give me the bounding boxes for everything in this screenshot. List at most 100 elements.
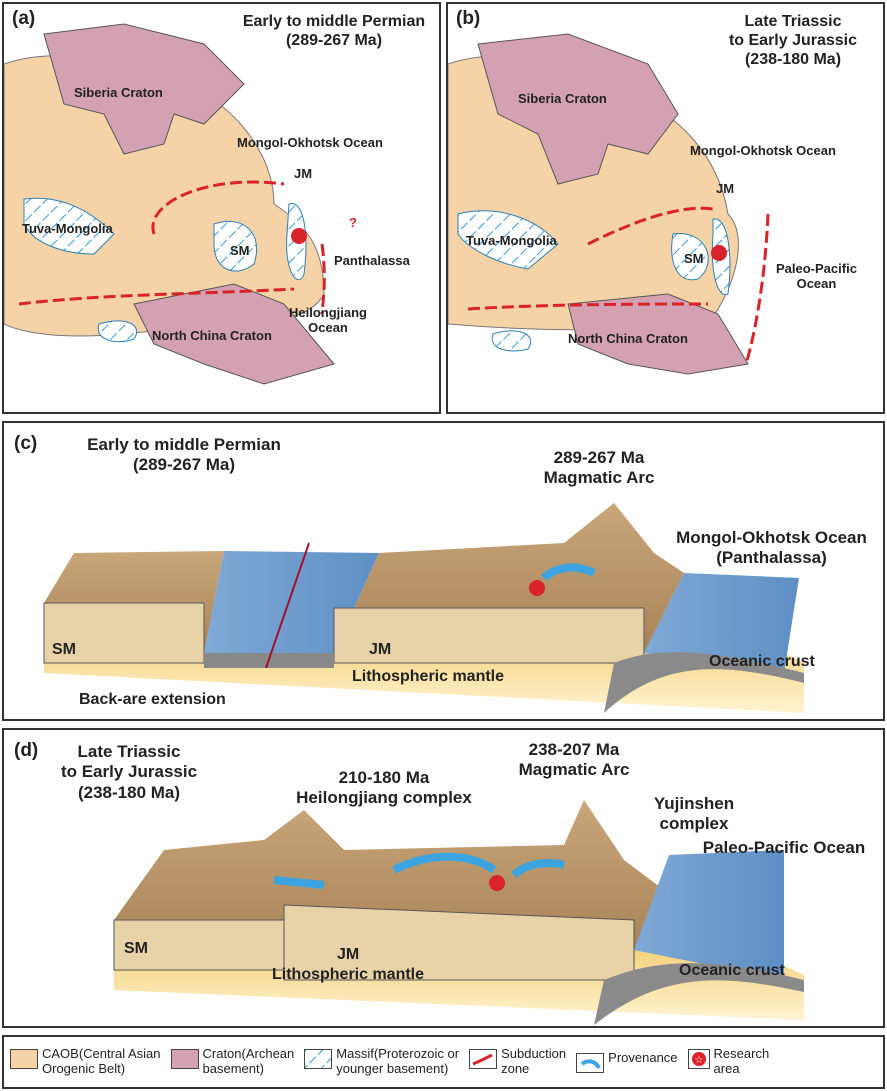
label-jm: JM — [294, 166, 313, 181]
title-line: (238-180 Ma) — [77, 782, 181, 802]
legend-item-provenance: Provenance — [576, 1050, 678, 1073]
provenance-arrow-icon — [273, 876, 325, 889]
label-lithospheric-mantle: Lithospheric mantle — [352, 668, 505, 685]
provenance-arrow-icon — [392, 852, 497, 874]
label-oceanic-crust: Oceanic crust — [709, 653, 815, 670]
label-oceanic-crust: Oceanic crust — [679, 962, 785, 979]
label-sm: SM — [124, 940, 148, 957]
title-line: (289-267 Ma) — [285, 32, 383, 50]
svg-text:☆: ☆ — [694, 1055, 703, 1066]
panel-title: Late Triassic to Early Jurassic(238-180 M… — [703, 12, 883, 70]
title-line: Late Triassic — [744, 13, 842, 30]
label-line: Ocean — [308, 319, 348, 335]
label-north-china-craton: North China Craton — [568, 331, 688, 346]
panel-b-map-drawing — [448, 33, 770, 375]
panel-label: (b) — [456, 8, 481, 29]
label-panthalassa: Panthalassa — [334, 253, 410, 268]
provenance-arrow-icon — [576, 1053, 605, 1073]
label-mongol-okhotsk: Mongol-Okhotsk Ocean — [237, 135, 383, 150]
provenance-arrow-icon — [511, 859, 565, 879]
label-line: Magmatic Arc — [518, 760, 630, 780]
provenance-arrow-icon — [541, 563, 596, 582]
label-jm: JM — [716, 181, 735, 196]
research-area-star-icon — [711, 245, 727, 261]
label-tuva-mongolia: Tuva-Mongolia — [466, 233, 557, 248]
title-line: (289-267 Ma) — [132, 455, 236, 475]
label-mongol-okhotsk: Mongol-Okhotsk Ocean — [690, 143, 836, 158]
label-line: 238-207 Ma — [528, 740, 620, 759]
panel-b-map: (b) Late Triassic to Early Jurassic(238-1… — [446, 2, 885, 414]
label-paleo-pacific: Paleo-Pacific Ocean — [702, 838, 866, 857]
label-line: Paleo-Pacific — [776, 261, 857, 276]
label-sm: SM — [684, 251, 704, 266]
label-line: Heilongjiang complex — [296, 788, 472, 808]
legend-text: Provenance — [608, 1050, 678, 1065]
label-siberia: Siberia Craton — [518, 91, 607, 106]
panel-a-map: (a) Early to middle Permian(289-267 Ma) … — [2, 2, 441, 414]
panel-label: (c) — [14, 433, 38, 454]
title-line: to Early Jurassic — [60, 762, 198, 782]
label-siberia: Siberia Craton — [74, 85, 163, 100]
label-line: Ocean — [796, 275, 837, 291]
research-area-star-icon — [529, 580, 545, 596]
label-line: 210-180 Ma — [338, 768, 430, 787]
craton-swatch — [170, 1049, 199, 1070]
label-north-china-craton: North China Craton — [152, 328, 272, 343]
massif-swatch — [304, 1049, 333, 1070]
label-line: Magmatic Arc — [543, 468, 655, 488]
panel-a-map-drawing — [4, 23, 335, 385]
title-line: Early to middle Permian — [242, 13, 426, 30]
label-sm: SM — [52, 641, 76, 658]
label-ocean: Mongol-Okhotsk Ocean(Panthalassa) — [659, 528, 883, 569]
panel-title: Early to middle Permian(289-267 Ma) — [64, 435, 304, 476]
caob-swatch — [10, 1049, 38, 1070]
panel-c-drawing — [43, 503, 804, 713]
research-area-star-icon — [489, 875, 505, 891]
title-line: (238-180 Ma) — [744, 51, 842, 69]
label-line: (Panthalassa) — [716, 548, 827, 568]
label-question: ? — [349, 215, 357, 230]
label-jm: JM — [337, 946, 360, 963]
subduction-icon — [469, 1049, 498, 1070]
research-area-star-icon — [291, 228, 307, 244]
label-tuva-mongolia: Tuva-Mongolia — [22, 221, 113, 236]
panel-label: (a) — [12, 8, 36, 29]
label-lithospheric-mantle: Lithospheric mantle — [272, 966, 425, 983]
label-line: complex — [659, 814, 729, 834]
panel-c-block-diagram: (c) Early to middle Permian(289-267 Ma) … — [2, 421, 885, 721]
label-line: Heilongjiang — [289, 305, 367, 320]
title-line: Late Triassic — [77, 742, 181, 761]
research-area-star-icon: ☆ — [687, 1049, 710, 1070]
label-back-arc-extension: Back-are extension — [79, 691, 226, 708]
label-line: 289-267 Ma — [553, 448, 645, 467]
title-line: Early to middle Permian — [87, 435, 281, 454]
label-line: Yujinshen — [653, 794, 735, 813]
label-jm: JM — [369, 641, 392, 658]
label-sm: SM — [230, 243, 250, 258]
title-line: to Early Jurassic — [728, 32, 858, 50]
panel-label: (d) — [14, 740, 39, 761]
panel-title: Early to middle Permian (289-267 Ma) — [229, 12, 439, 50]
panel-d-drawing — [113, 800, 804, 1025]
label-line: Mongol-Okhotsk Ocean — [676, 528, 867, 547]
